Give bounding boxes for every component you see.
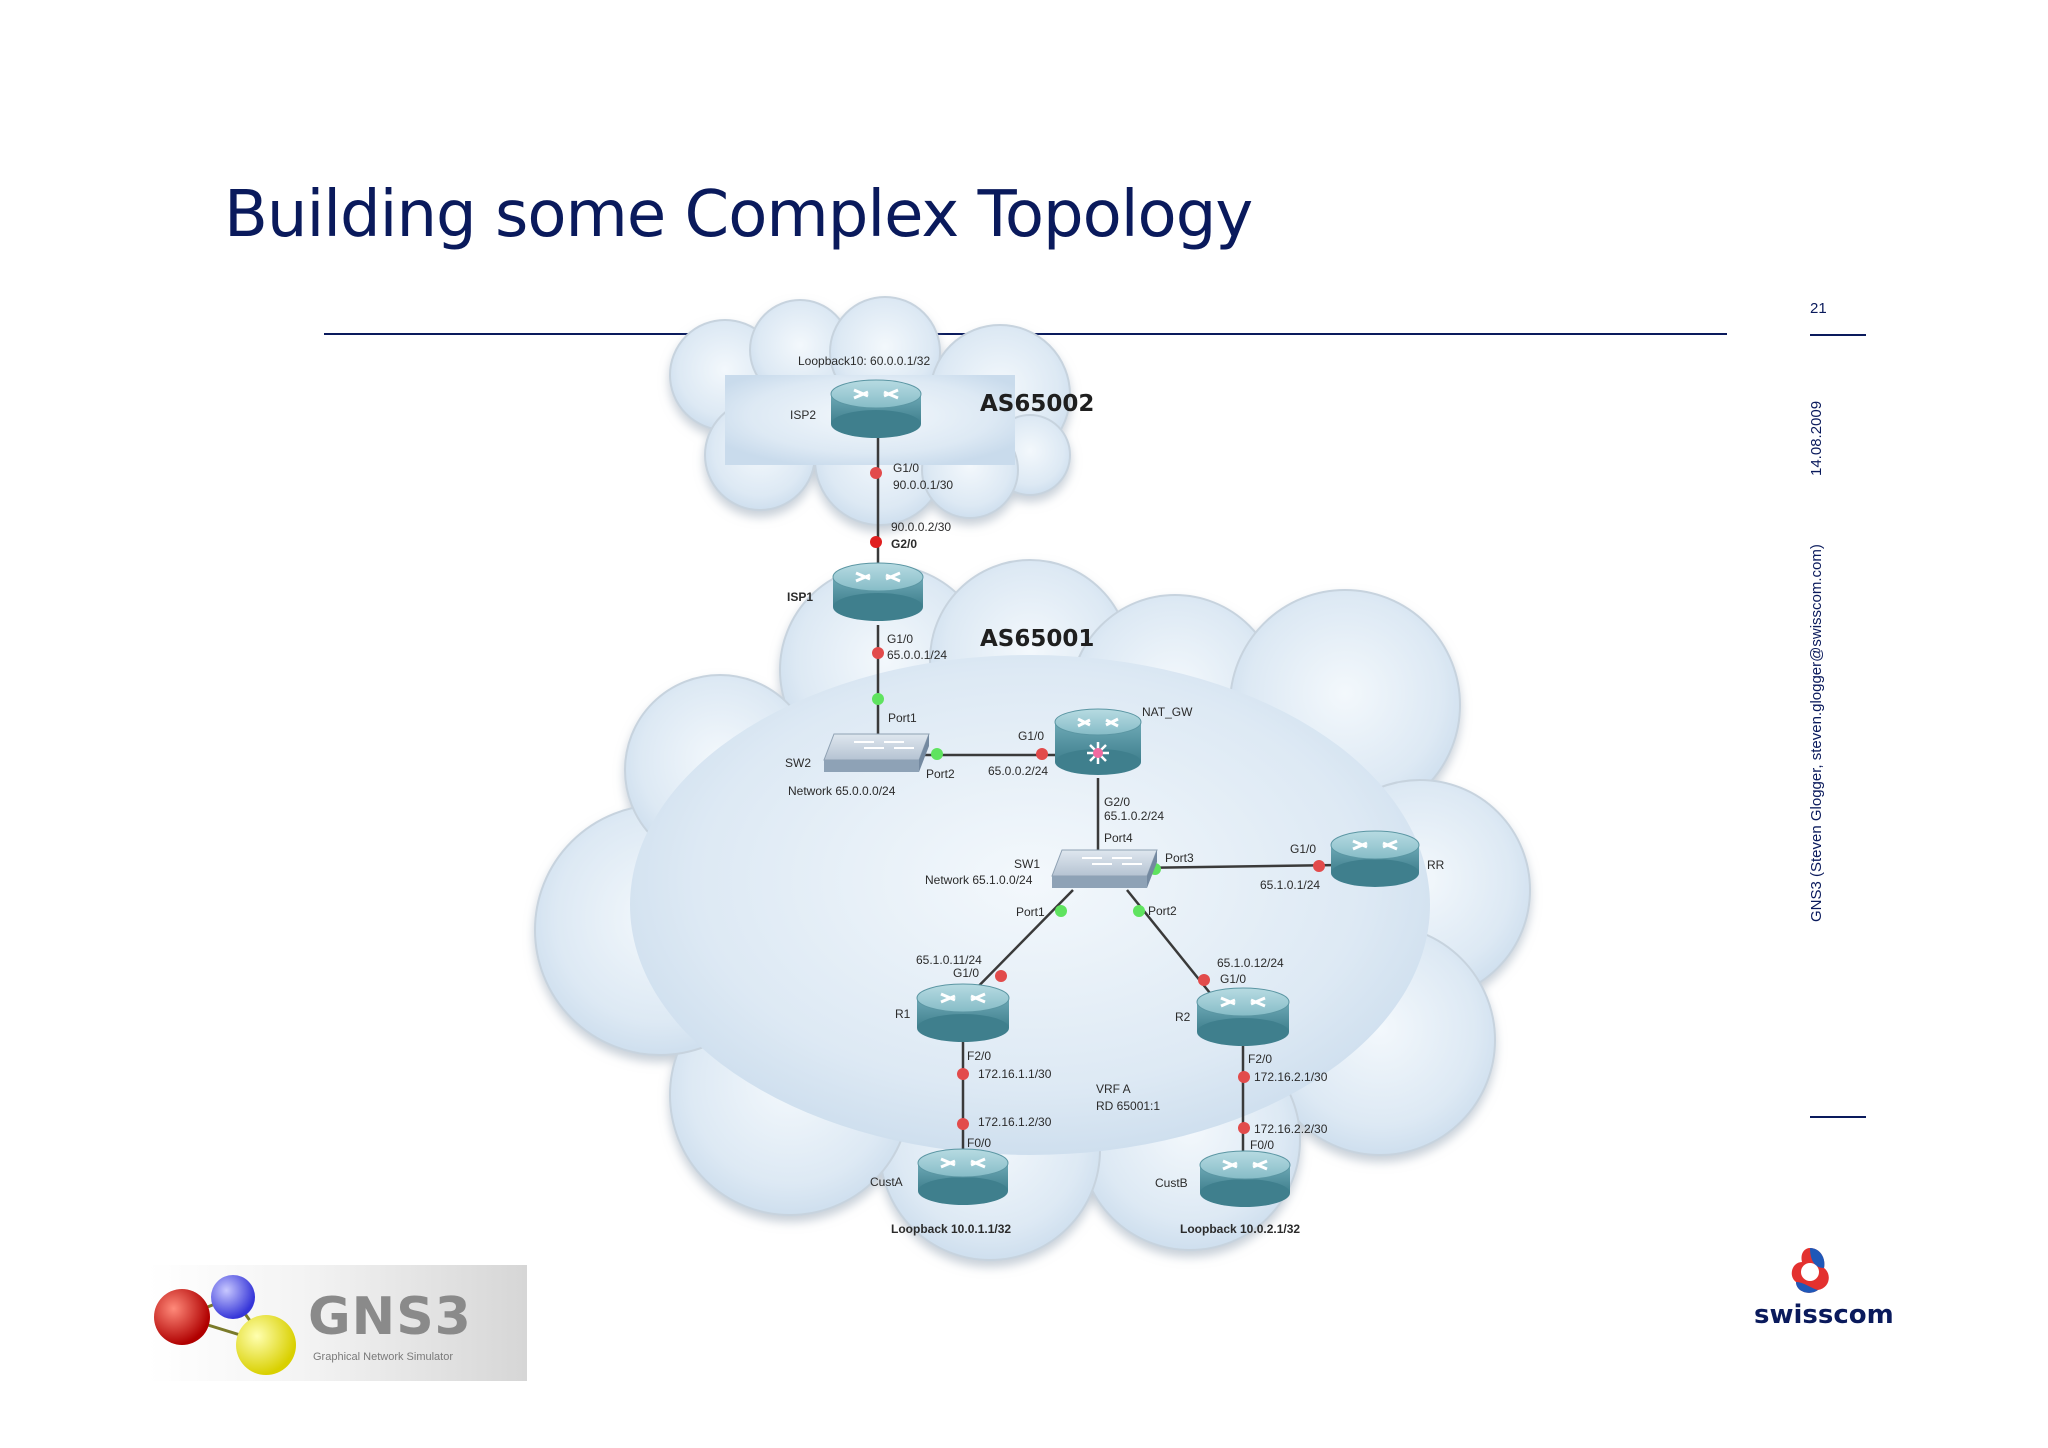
side-rule-bottom: [1810, 1116, 1866, 1118]
device-label-rr: RR: [1427, 858, 1445, 872]
vrf-name-label: VRF A: [1096, 1082, 1131, 1096]
device-label-r2: R2: [1175, 1010, 1191, 1024]
device-label-r1: R1: [895, 1007, 911, 1021]
sw1-port2-label: Port2: [1148, 904, 1177, 918]
port-marker: [931, 748, 943, 760]
sw1-port4-label: Port4: [1104, 831, 1133, 845]
isp1-g20-ip-label: 90.0.0.2/30: [891, 520, 951, 534]
port-marker: [1238, 1071, 1250, 1083]
link-sw1-r1: [961, 889, 1074, 1004]
swisscom-wordmark: swisscom: [1754, 1300, 1894, 1330]
port-marker: [872, 647, 884, 659]
isp2-g10-label: G1/0: [893, 461, 919, 475]
gns3-tagline: Graphical Network Simulator: [313, 1351, 453, 1363]
router-isp2-icon: [830, 379, 922, 438]
r2-f20-label: F2/0: [1248, 1052, 1272, 1066]
rr-g10-label: G1/0: [1290, 842, 1316, 856]
port-marker: [1238, 1122, 1250, 1134]
r2-f20-ip-label: 172.16.2.1/30: [1254, 1070, 1328, 1084]
router-custa-icon: [917, 1148, 1009, 1205]
r2-g10-label: G1/0: [1220, 972, 1246, 986]
router-isp1-icon: [832, 562, 924, 621]
r1-f20-ip-label: 172.16.1.1/30: [978, 1067, 1052, 1081]
isp2-g10-ip-label: 90.0.0.1/30: [893, 478, 953, 492]
port-marker: [870, 536, 882, 548]
device-label-isp2: ISP2: [790, 408, 816, 422]
router-r2-icon: [1196, 987, 1290, 1046]
isp1-g10-label: G1/0: [887, 632, 913, 646]
r1-g10-ip-label: 65.1.0.11/24: [916, 953, 982, 967]
side-rule-top: [1810, 334, 1866, 336]
r1-f20-label: F2/0: [967, 1049, 991, 1063]
device-label-isp1: ISP1: [787, 590, 813, 604]
port-marker: [872, 693, 884, 705]
switch-sw2-icon: [823, 733, 930, 772]
custa-ip-label: 172.16.1.2/30: [978, 1115, 1052, 1129]
sw1-network-label: Network 65.1.0.0/24: [925, 873, 1033, 887]
r1-g10-label: G1/0: [953, 966, 979, 980]
port-marker: [995, 970, 1007, 982]
port-marker: [1055, 905, 1067, 917]
router-custb-icon: [1199, 1150, 1291, 1207]
as65001-cloud: [534, 559, 1531, 1261]
as-label-as65002: AS65002: [980, 391, 1094, 417]
router-natgw-icon: [1054, 708, 1142, 775]
device-label-sw1: SW1: [1014, 857, 1040, 871]
custb-f00-label: F0/0: [1250, 1138, 1274, 1152]
router-rr-icon: [1330, 830, 1420, 887]
custb-loopback-label: Loopback 10.0.2.1/32: [1180, 1222, 1300, 1236]
natgw-g20-ip-label: 65.1.0.2/24: [1104, 809, 1164, 823]
port-marker: [957, 1118, 969, 1130]
port-marker: [1036, 748, 1048, 760]
natgw-g10-label: G1/0: [1018, 729, 1044, 743]
r2-g10-ip-label: 65.1.0.12/24: [1217, 956, 1284, 970]
isp1-g10-ip-label: 65.0.0.1/24: [887, 648, 947, 662]
as-label-as65001: AS65001: [980, 626, 1094, 652]
device-label-natgw: NAT_GW: [1142, 705, 1193, 719]
natgw-g20-label: G2/0: [1104, 795, 1130, 809]
swisscom-logo-icon: [1791, 1248, 1829, 1293]
isp2-loopback-label: Loopback10: 60.0.0.1/32: [798, 354, 930, 368]
gns3-wordmark: GNS3: [308, 1287, 472, 1347]
port-marker: [1313, 860, 1325, 872]
custa-f00-label: F0/0: [967, 1136, 991, 1150]
device-label-sw2: SW2: [785, 756, 811, 770]
port-marker: [1198, 974, 1210, 986]
router-r1-icon: [916, 983, 1010, 1042]
switch-sw1-icon: [1051, 849, 1158, 888]
gns3-logo: GNS3 Graphical Network Simulator: [148, 1265, 527, 1381]
link-sw1-rr: [1134, 863, 1341, 870]
sw1-port1-label: Port1: [1016, 905, 1045, 919]
custb-ip-label: 172.16.2.2/30: [1254, 1122, 1328, 1136]
device-label-custa: CustA: [870, 1175, 903, 1189]
sw2-port1-label: Port1: [888, 711, 917, 725]
custa-loopback-label: Loopback 10.0.1.1/32: [891, 1222, 1011, 1236]
rr-g10-ip-label: 65.1.0.1/24: [1260, 878, 1320, 892]
device-label-custb: CustB: [1155, 1176, 1188, 1190]
sw1-port3-label: Port3: [1165, 851, 1194, 865]
slide-title: Building some Complex Topology: [224, 178, 1253, 252]
port-marker: [957, 1068, 969, 1080]
port-marker: [1133, 905, 1145, 917]
port-marker: [870, 467, 882, 479]
vrf-rd-label: RD 65001:1: [1096, 1099, 1160, 1113]
gns3-molecule-icon: [154, 1275, 296, 1375]
isp1-g20-label: G2/0: [891, 537, 917, 551]
natgw-g10-ip-label: 65.0.0.2/24: [988, 764, 1048, 778]
sw2-port2-label: Port2: [926, 767, 955, 781]
page-number: 21: [1810, 300, 1827, 317]
sw2-network-label: Network 65.0.0.0/24: [788, 784, 896, 798]
